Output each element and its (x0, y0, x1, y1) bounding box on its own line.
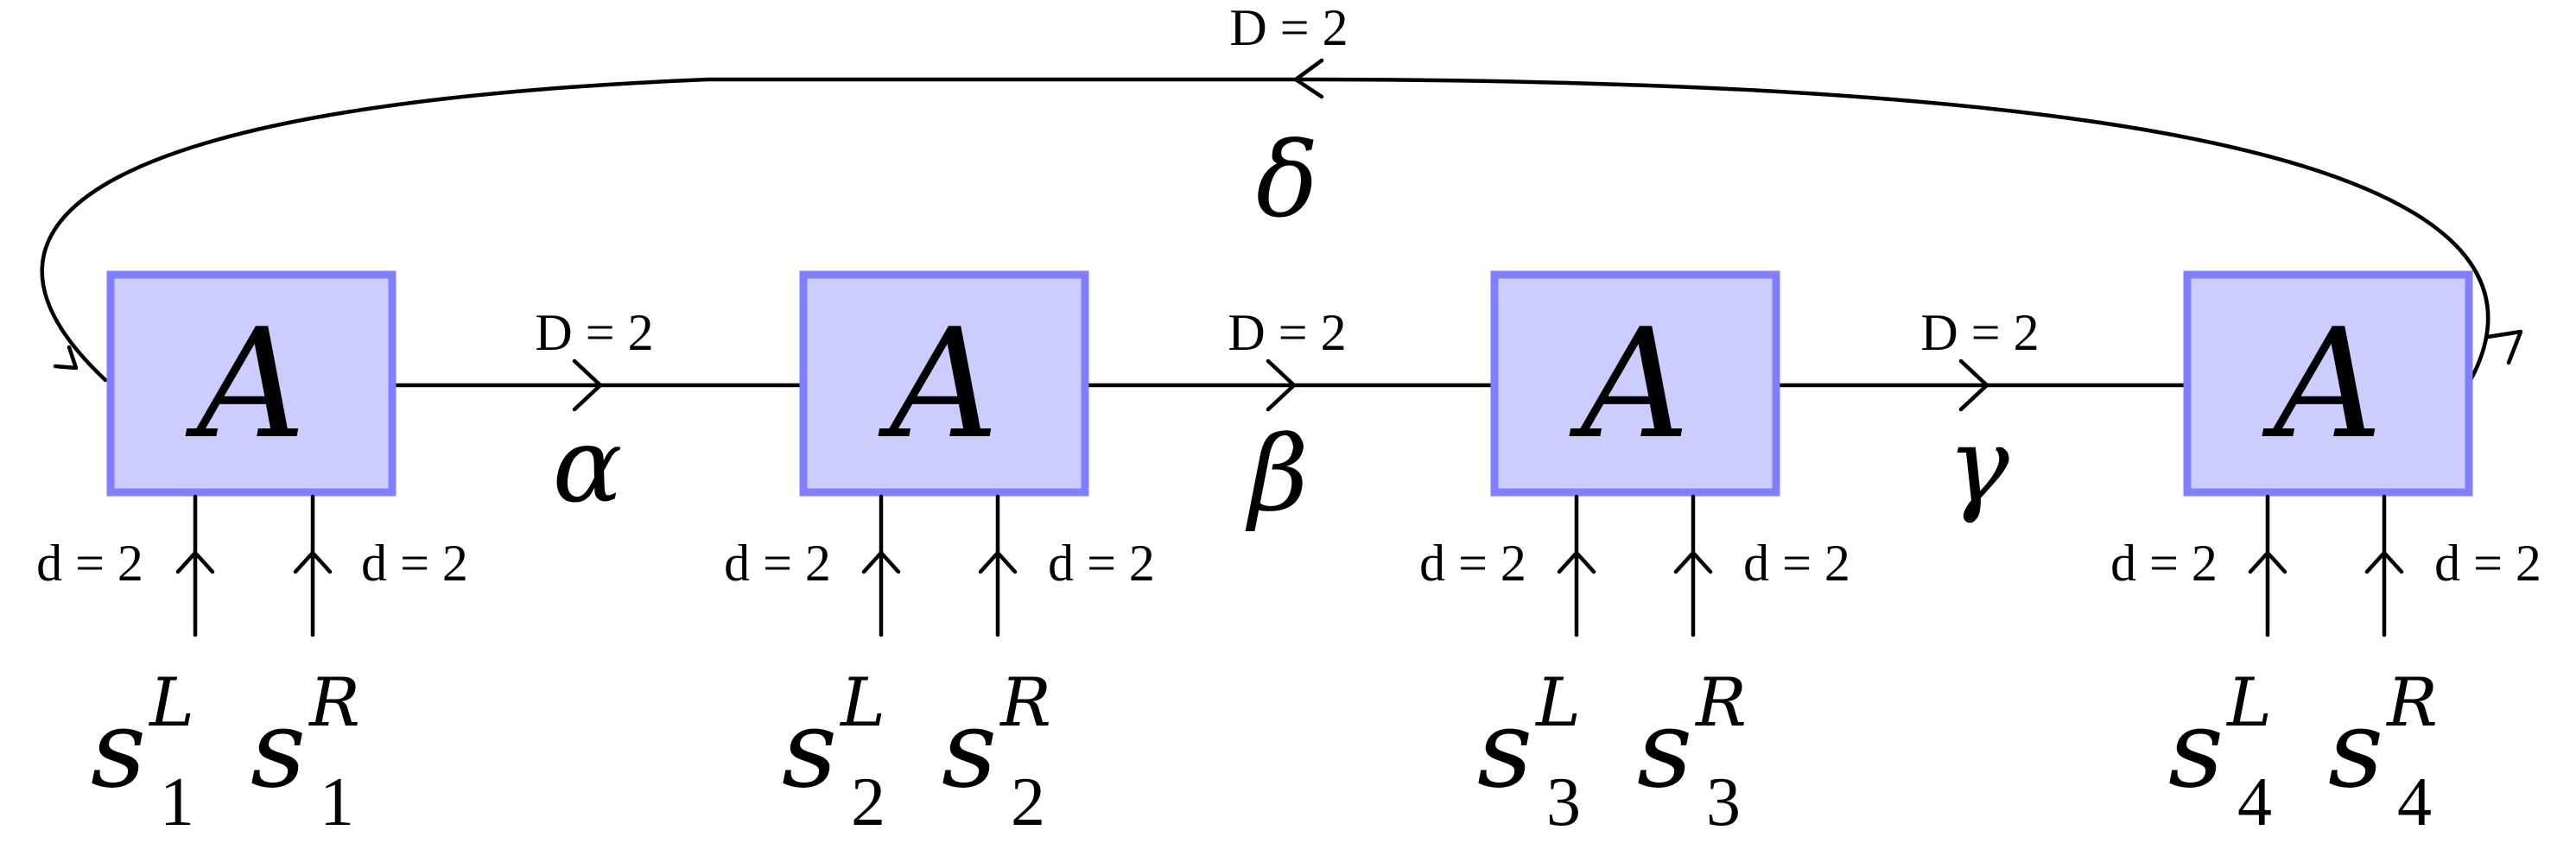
spin-left-symbol: s (782, 687, 837, 812)
spin-left-symbol: s (1477, 687, 1532, 812)
spin-right-superscript: R (999, 664, 1051, 742)
spin-left-superscript: L (2225, 664, 2272, 742)
physical-leg-right-arrow (978, 550, 1018, 574)
spin-left-subscript: 4 (2237, 764, 2272, 840)
bond-alpha-arrow (572, 358, 603, 412)
spin-left-subscript: 3 (1546, 764, 1581, 840)
tensor-label: A (878, 297, 999, 472)
left-dim-label: d = 2 (1419, 535, 1526, 592)
spin-left-symbol: s (2168, 687, 2224, 812)
left-dim-label: d = 2 (2110, 535, 2218, 592)
bond-alpha-greek-label: α (552, 406, 622, 526)
tensor-label: A (185, 297, 306, 472)
spin-right-subscript: 3 (1706, 764, 1741, 840)
physical-leg-left-arrow (1557, 550, 1596, 574)
bond-gamma: D = 2 γ (1773, 304, 2190, 526)
physical-leg-left-arrow (861, 550, 901, 574)
spin-right-superscript: R (2385, 664, 2438, 742)
tensor-site-1: A d = 2 d = 2 s L 1 s R 1 (36, 270, 468, 840)
physical-leg-right-arrow (1673, 550, 1713, 574)
tensor-site-4: A d = 2 d = 2 s L 4 s R 4 (2110, 270, 2541, 840)
loop-bond-greek-label: δ (1256, 121, 1318, 241)
spin-right-superscript: R (308, 664, 360, 742)
tensor-label: A (1569, 297, 1690, 472)
spin-right-subscript: 2 (1011, 764, 1045, 840)
right-dim-label: d = 2 (1743, 535, 1850, 592)
spin-right-subscript: 4 (2397, 764, 2432, 840)
physical-leg-right-arrow (293, 550, 333, 574)
right-dim-label: d = 2 (361, 535, 468, 592)
spin-left-label: s L (91, 664, 194, 812)
spin-left-superscript: L (839, 664, 885, 742)
bond-alpha: D = 2 α (390, 304, 806, 526)
spin-left-subscript: 2 (851, 764, 885, 840)
spin-right-symbol: s (251, 687, 306, 812)
bond-gamma-arrow (1958, 358, 1989, 412)
bond-beta-arrow (1266, 358, 1297, 412)
right-dim-label: d = 2 (2434, 535, 2541, 592)
physical-leg-left-arrow (2248, 550, 2287, 574)
spin-left-label: s L (782, 664, 885, 812)
tensor-box (1490, 270, 1780, 497)
physical-leg-left-arrow (175, 550, 215, 574)
loop-bond-arrow-top (1293, 58, 1324, 99)
bond-beta-dim-label: D = 2 (1228, 304, 1346, 361)
tensor-box (799, 270, 1089, 497)
spin-left-label: s L (2168, 664, 2272, 812)
tensor-box (2183, 270, 2473, 497)
spin-left-subscript: 1 (160, 764, 194, 840)
loop-bond: D = 2 δ (40, 0, 2523, 383)
right-dim-label: d = 2 (1048, 535, 1155, 592)
loop-bond-arrow-right (2485, 329, 2523, 365)
spin-right-label: s R (942, 664, 1051, 812)
bond-alpha-dim-label: D = 2 (535, 304, 653, 361)
loop-bond-wire (40, 77, 2490, 383)
spin-right-subscript: 1 (320, 764, 354, 840)
spin-right-symbol: s (942, 687, 997, 812)
bond-beta-greek-label: β (1245, 415, 1308, 535)
spin-right-symbol: s (1637, 687, 1692, 812)
loop-bond-arrow-left (53, 345, 79, 371)
bond-gamma-dim-label: D = 2 (1920, 304, 2039, 361)
bond-gamma-greek-label: γ (1947, 406, 2009, 526)
spin-left-superscript: L (1534, 664, 1581, 742)
tensor-label: A (2262, 297, 2382, 472)
tensor-box (106, 270, 397, 497)
spin-left-symbol: s (91, 687, 146, 812)
spin-right-label: s R (251, 664, 360, 812)
loop-bond-dim-label: D = 2 (1229, 0, 1348, 56)
left-dim-label: d = 2 (724, 535, 831, 592)
tensor-site-2: A d = 2 d = 2 s L 2 s R 2 (724, 270, 1155, 840)
physical-leg-right-arrow (2364, 550, 2404, 574)
spin-right-superscript: R (1694, 664, 1747, 742)
left-dim-label: d = 2 (36, 535, 143, 592)
bond-beta: D = 2 β (1082, 304, 1497, 535)
spin-right-symbol: s (2328, 687, 2383, 812)
spin-right-label: s R (1637, 664, 1747, 812)
tensor-site-3: A d = 2 d = 2 s L 3 s R 3 (1419, 270, 1850, 840)
spin-right-label: s R (2328, 664, 2438, 812)
spin-left-label: s L (1477, 664, 1581, 812)
spin-left-superscript: L (148, 664, 194, 742)
